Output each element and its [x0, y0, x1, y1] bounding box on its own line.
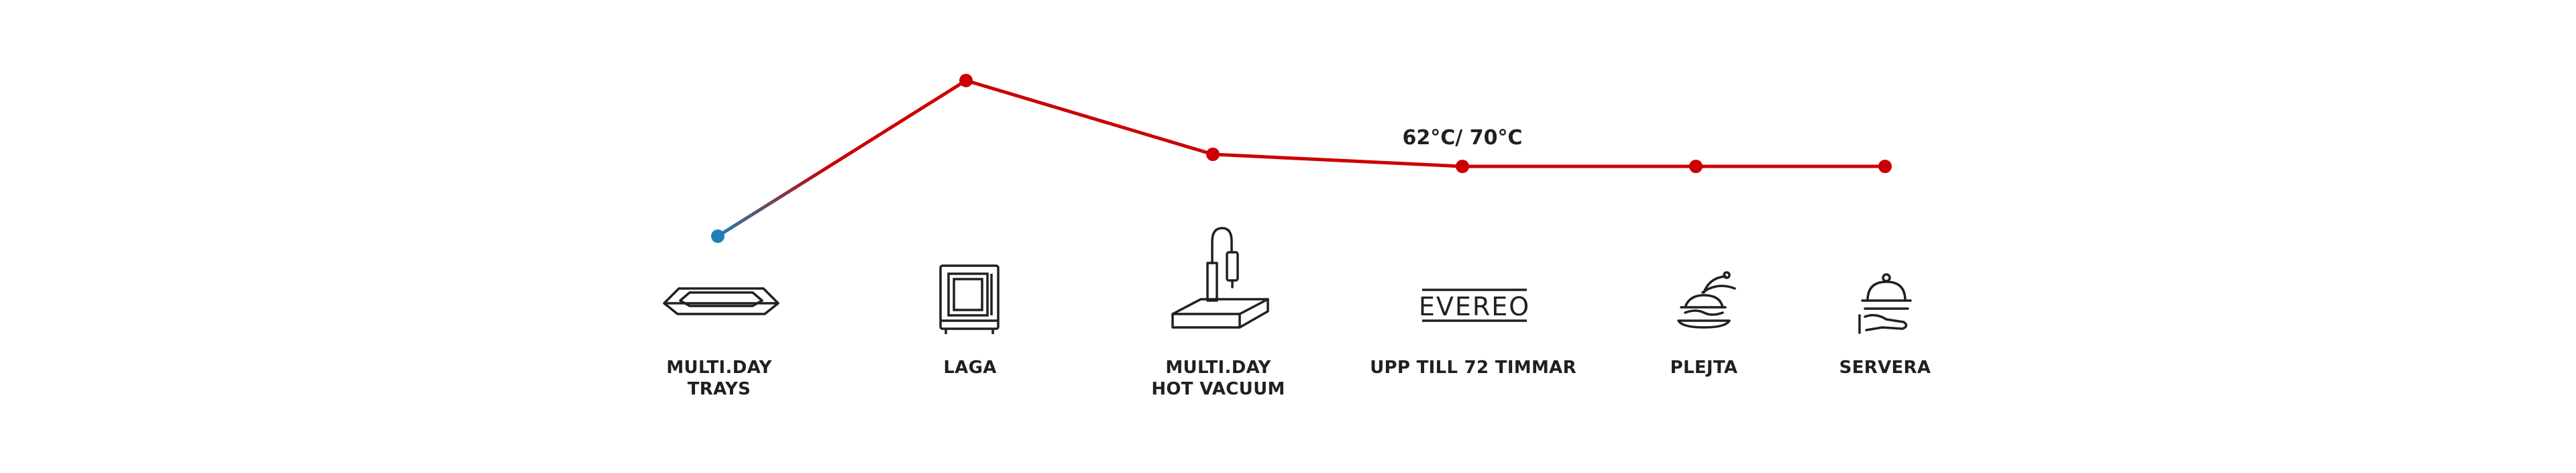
step-label-laga: LAGA [822, 357, 1118, 378]
step-label-line: PLEJTA [1670, 358, 1738, 378]
plated-food-icon [1677, 271, 1736, 329]
curve-dot [711, 229, 724, 243]
step-label-hot-vacuum: MULTI.DAY HOT VACUUM [1071, 357, 1366, 400]
tray-icon [663, 287, 780, 315]
step-label-line: LAGA [943, 358, 997, 378]
step-label-plejta: PLEJTA [1556, 357, 1851, 378]
temperature-label: 62°C/ 70°C [1402, 126, 1523, 150]
step-label-line: UPP TILL 72 TIMMAR [1370, 358, 1576, 378]
curve-dot [1878, 160, 1892, 173]
curve-dot [959, 74, 973, 87]
step-label-timmar: UPP TILL 72 TIMMAR [1326, 357, 1621, 378]
step-label-line: MULTI.DAY [1165, 358, 1271, 378]
step-label-line: TRAYS [687, 379, 751, 399]
evereo-logo-text: EVEREO [1419, 292, 1530, 321]
evereo-logo: EVEREO [1419, 288, 1530, 322]
step-label-servera: SERVERA [1737, 357, 2033, 378]
vacuum-sealer-icon [1171, 227, 1269, 329]
step-label-line: SERVERA [1839, 358, 1931, 378]
curve-dot [1206, 148, 1220, 161]
curve-segment-rest [964, 78, 1887, 168]
temperature-curve [711, 74, 1892, 243]
step-label-line: HOT VACUUM [1151, 379, 1285, 399]
curve-segment-1 [716, 78, 968, 238]
serving-cloche-icon [1858, 273, 1912, 334]
oven-icon [939, 264, 1000, 334]
curve-dot [1456, 160, 1469, 173]
curve-dot [1689, 160, 1703, 173]
step-label-line: MULTI.DAY [666, 358, 772, 378]
step-label-trays: MULTI.DAY TRAYS [572, 357, 867, 400]
